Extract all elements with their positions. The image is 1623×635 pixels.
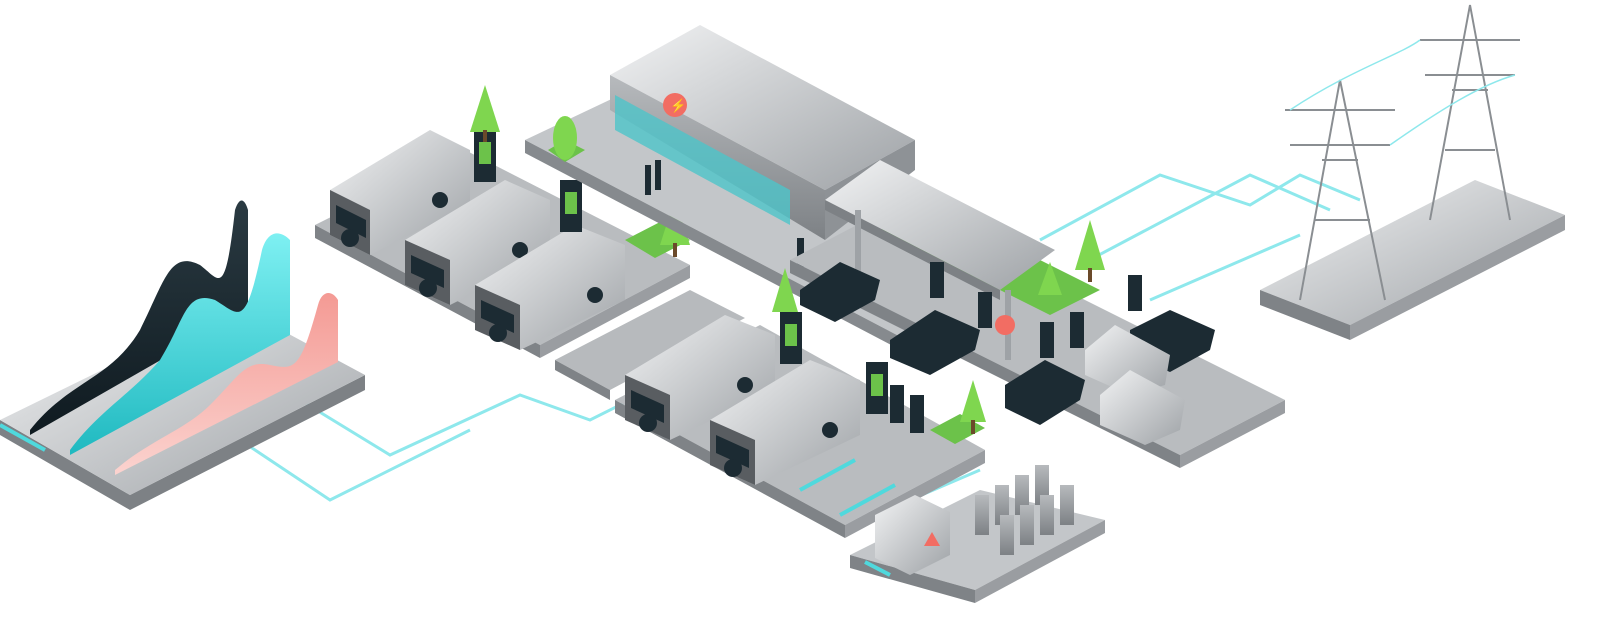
tree xyxy=(1038,262,1062,295)
tree xyxy=(470,85,500,132)
wave-chart-panel xyxy=(0,200,365,510)
battery-cabinets xyxy=(975,465,1074,555)
tree xyxy=(1075,220,1105,270)
ev-sign-icon xyxy=(995,315,1015,335)
tree xyxy=(960,380,986,422)
chart-base-top xyxy=(0,305,365,495)
transmission-towers xyxy=(1260,4,1565,340)
truck xyxy=(405,180,550,305)
teal-wave xyxy=(70,233,290,455)
salmon-wave xyxy=(115,293,338,475)
walkway xyxy=(555,290,745,390)
charger xyxy=(930,262,1142,358)
windows xyxy=(615,95,790,225)
truck xyxy=(625,315,775,440)
warning-icon xyxy=(924,532,940,546)
truck xyxy=(330,130,470,255)
van xyxy=(1085,325,1185,445)
tree xyxy=(772,268,798,312)
ev-sign-glyph: ⚡ xyxy=(670,98,686,114)
ev-sign-icon xyxy=(663,93,687,117)
chart-base-side xyxy=(0,375,365,510)
transformer-box xyxy=(875,495,950,575)
charger xyxy=(474,130,582,232)
lower-truck-depot xyxy=(615,268,986,538)
bush xyxy=(553,116,577,160)
truck xyxy=(475,225,625,350)
truck xyxy=(710,360,860,485)
charging-canopy xyxy=(825,160,1055,360)
transformer-and-battery-storage xyxy=(850,465,1105,603)
